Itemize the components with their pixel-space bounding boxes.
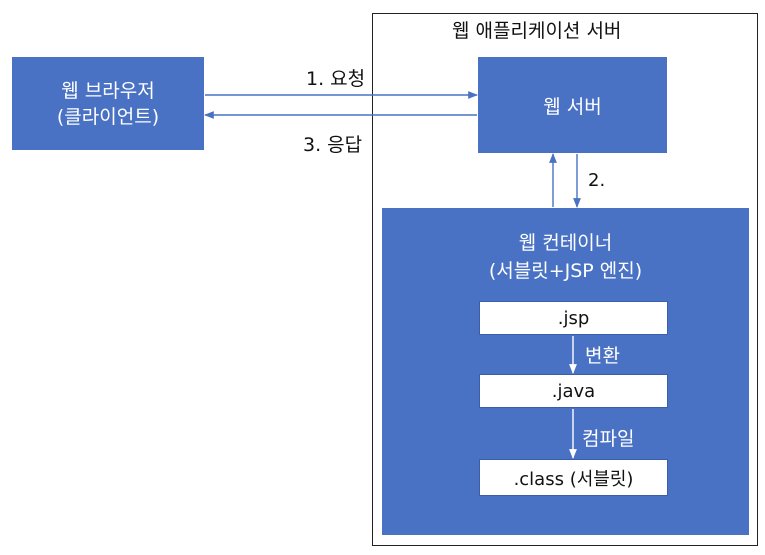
java-file-box: .java	[479, 374, 668, 408]
java-file-label: .java	[551, 380, 596, 402]
jsp-file-box: .jsp	[479, 301, 668, 335]
response-label: 3. 응답	[303, 134, 363, 156]
app-server-title: 웹 애플리케이션 서버	[452, 20, 622, 42]
web-browser-sublabel: (클라이언트)	[56, 105, 160, 128]
web-container-title: 웹 컨테이너	[518, 232, 613, 254]
web-server-label: 웹 서버	[543, 95, 602, 118]
web-browser-label: 웹 브라우저	[61, 79, 155, 102]
compile-label: 컴파일	[582, 428, 635, 450]
step2-label: 2.	[588, 170, 606, 191]
jsp-file-label: .jsp	[557, 307, 590, 329]
convert-label: 변환	[585, 345, 620, 367]
web-container-subtitle: (서블릿+JSP 엔진)	[488, 260, 643, 282]
class-file-label: .class (서블릿)	[513, 468, 634, 490]
web-server-box: 웹 서버	[478, 57, 667, 153]
web-browser-box: 웹 브라우저 (클라이언트)	[12, 57, 204, 150]
class-file-box: .class (서블릿)	[479, 459, 668, 496]
app-server-frame	[372, 13, 758, 546]
request-label: 1. 요청	[306, 68, 366, 90]
